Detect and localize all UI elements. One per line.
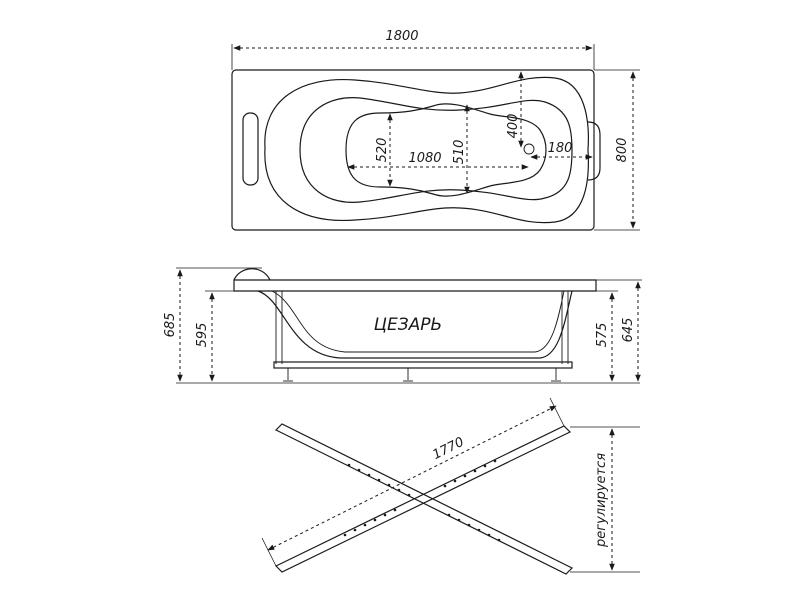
frame-base	[273, 361, 573, 369]
model-name: ЦЕЗАРЬ	[374, 315, 442, 335]
width-label: 800	[615, 138, 630, 163]
headrest	[242, 112, 259, 186]
tub-body	[257, 290, 573, 359]
frame-bar-2-holes	[343, 459, 497, 537]
drain-offset-y-label: 400	[506, 114, 521, 139]
drain-offset-x-label: 180	[548, 141, 573, 156]
diagonal-label: 1770	[430, 435, 466, 463]
drain-icon	[523, 143, 535, 155]
inner-width-left-label: 520	[375, 138, 390, 163]
frame-bar-1	[274, 423, 574, 575]
inner-height-label: 575	[595, 323, 610, 348]
tub-body-inner	[271, 290, 565, 353]
total-height-label: 685	[163, 313, 178, 338]
side-view: ЦЕЗАРЬ 685 595 575 645	[163, 267, 642, 384]
top-view: 1800 800 1080 520 510 400 180	[231, 29, 640, 231]
diagonal-dim-line	[267, 405, 557, 551]
tub-outline	[231, 69, 595, 231]
inner-width-right-label: 510	[452, 140, 467, 165]
outer-bowl	[264, 76, 589, 224]
side-headrest	[233, 268, 271, 281]
length-label: 1800	[385, 29, 418, 44]
tub-rim	[233, 279, 597, 292]
frame-view: 1770 регулируется	[261, 397, 640, 575]
middle-contour	[299, 97, 573, 203]
inner-length-label: 1080	[408, 151, 441, 166]
drain-bulge	[587, 121, 601, 181]
adjustable-label: регулируется	[594, 453, 609, 548]
outer-height-label: 645	[621, 318, 636, 343]
leg	[283, 368, 561, 382]
rim-height-label: 595	[195, 323, 210, 348]
inner-basin	[345, 103, 547, 197]
frame-bar-2	[274, 425, 572, 573]
